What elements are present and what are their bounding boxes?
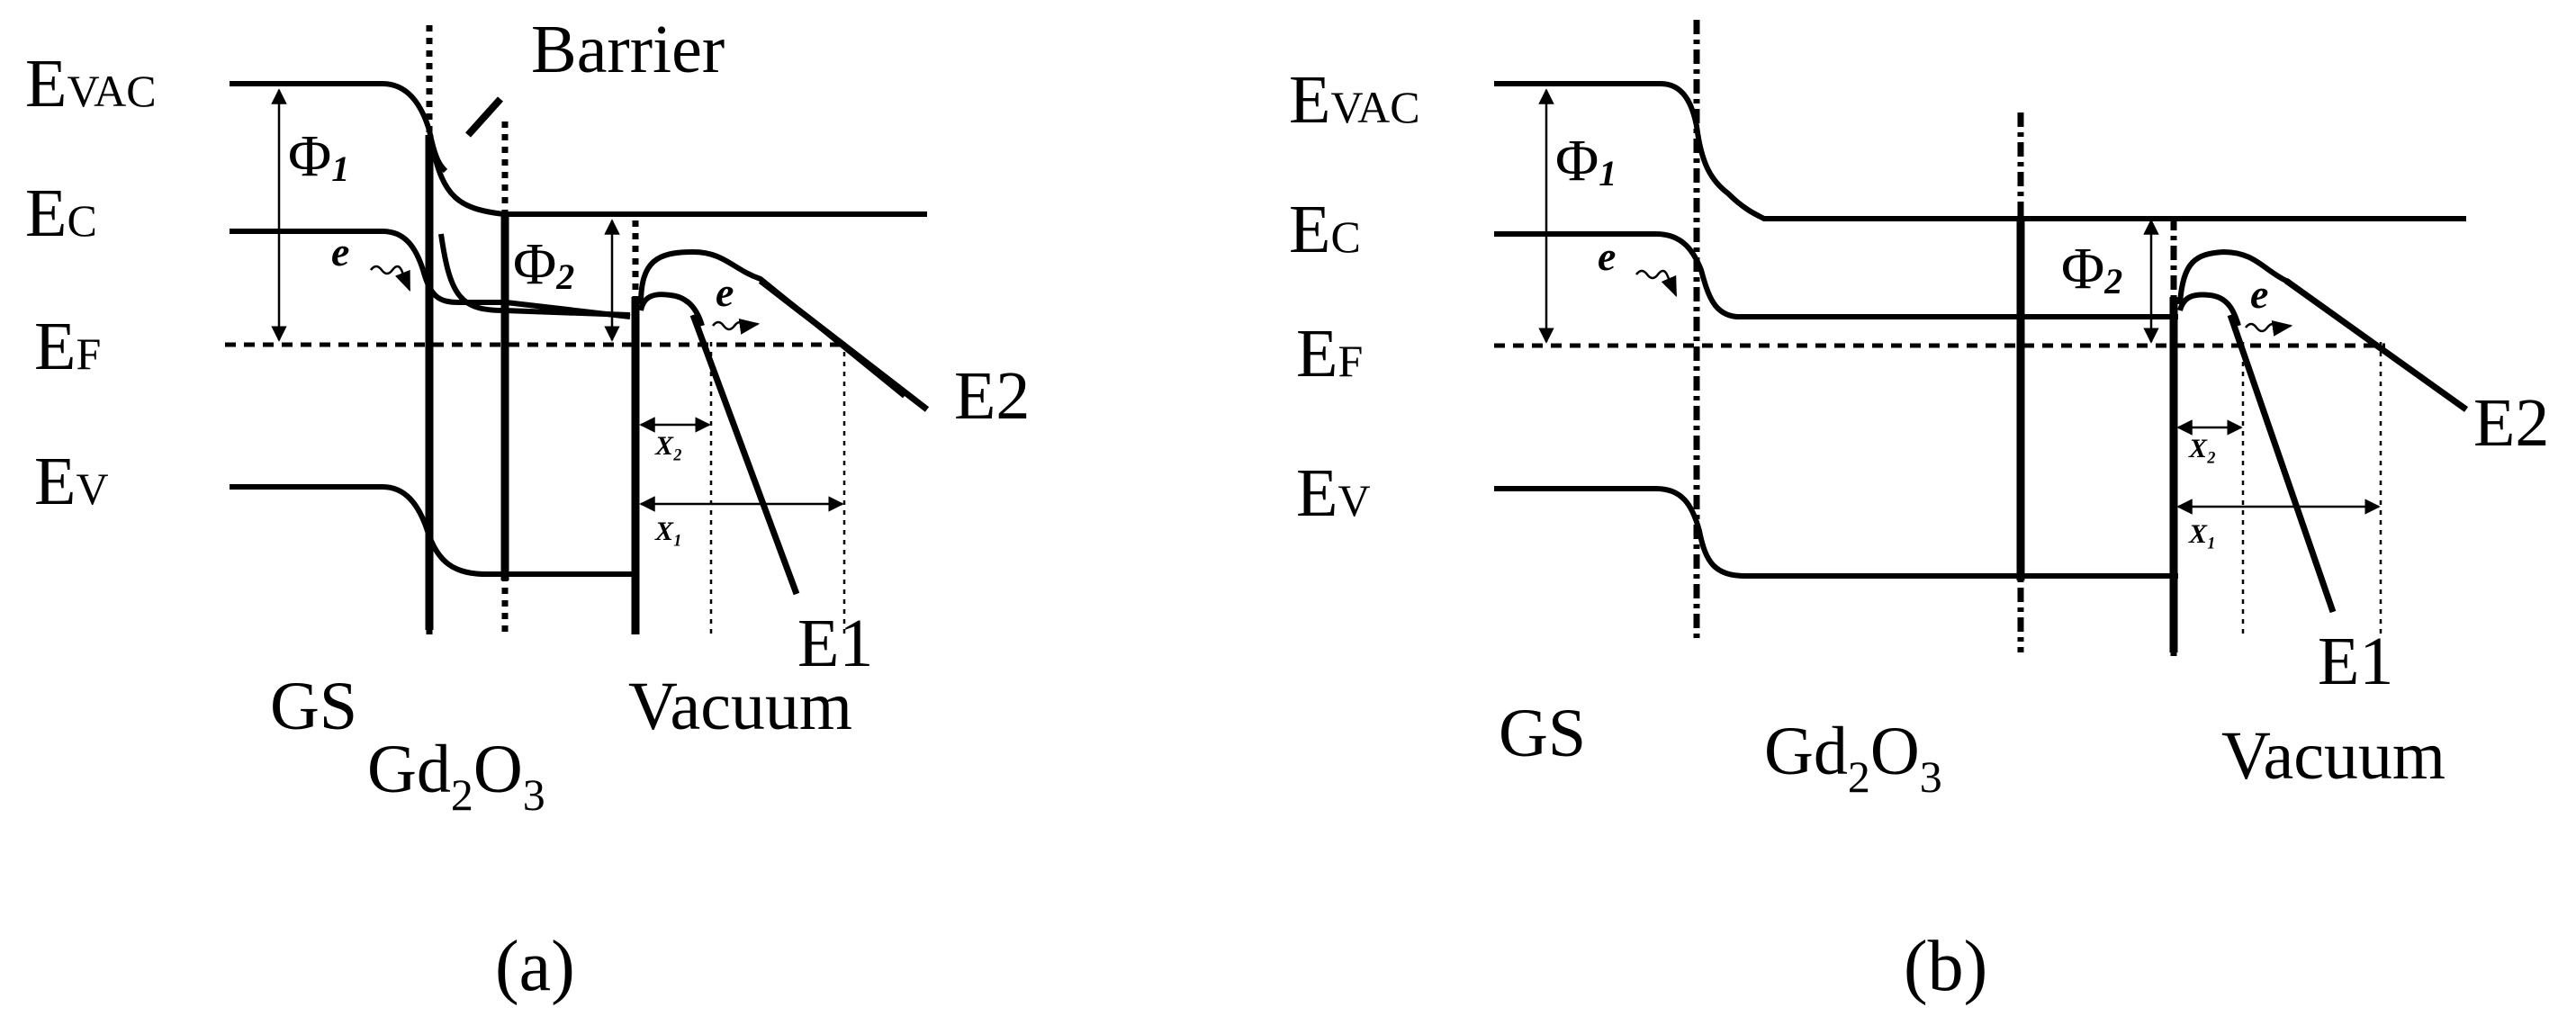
ev-band <box>1494 486 2178 579</box>
barrier-curve-inner <box>638 292 705 327</box>
electron-2-wave <box>712 318 761 335</box>
barrier-label: Barrier <box>531 12 725 87</box>
ef-label: EF <box>34 309 101 384</box>
ec-label: EC <box>1289 192 1361 267</box>
ev-label: EV <box>1296 455 1371 531</box>
evac-label: EVAC <box>25 46 157 121</box>
electron-2-wave <box>2245 319 2293 337</box>
phi1-label: Φ1 <box>288 123 349 189</box>
e2-label: E2 <box>2473 385 2549 461</box>
x1-label: X₁ <box>654 517 682 546</box>
region-oxide-label: Gd2O3 <box>367 732 545 820</box>
barrier-curve-outer <box>638 248 906 399</box>
evac-label: EVAC <box>1289 62 1420 138</box>
e2-line <box>2283 278 2469 412</box>
e1-line <box>689 313 800 596</box>
ec-band <box>230 143 927 271</box>
x1-label: X₁ <box>2188 519 2216 549</box>
phi1-label: Φ1 <box>1555 128 1617 193</box>
e1-label: E1 <box>797 606 873 681</box>
electron-1-wave <box>370 265 411 292</box>
e1-line <box>2227 313 2337 614</box>
caption-a: (a) <box>495 927 575 1006</box>
region-gs-label: GS <box>1499 696 1586 771</box>
panel-a: EVAC EC EF EV Barrier Φ1 Φ2 e <box>25 12 1030 1006</box>
region-vacuum-label: Vacuum <box>628 669 852 744</box>
x2-label: X₂ <box>654 431 682 461</box>
region-gs-label: GS <box>270 669 357 744</box>
ec-band <box>1494 231 2178 319</box>
e1-label: E1 <box>2318 624 2393 699</box>
ev-label: EV <box>34 444 109 519</box>
panel-b: EVAC EC EF EV Φ1 Φ2 e e <box>1289 20 2549 1006</box>
electron-1-label: e <box>331 229 349 274</box>
ec-label: EC <box>25 175 97 251</box>
barrier-curve-inner <box>2177 292 2241 327</box>
x2-label: X₂ <box>2188 434 2216 463</box>
region-vacuum-label: Vacuum <box>2221 718 2445 794</box>
ef-label: EF <box>1296 316 1363 391</box>
caption-b: (b) <box>1904 927 1987 1006</box>
evac-band <box>1494 81 2466 221</box>
region-oxide-label: Gd2O3 <box>1764 714 1942 802</box>
barrier-pointer <box>465 96 503 138</box>
e2-label: E2 <box>954 358 1030 434</box>
electron-2-label: e <box>716 269 734 315</box>
barrier-curve-outer <box>2177 248 2468 412</box>
electron-1-label: e <box>1598 233 1616 279</box>
electron-1-wave <box>1635 269 1678 298</box>
ec-oxide-step <box>438 233 631 318</box>
phi2-label: Φ2 <box>513 231 574 297</box>
electron-2-label: e <box>2250 271 2268 317</box>
phi2-label: Φ2 <box>2061 236 2122 301</box>
